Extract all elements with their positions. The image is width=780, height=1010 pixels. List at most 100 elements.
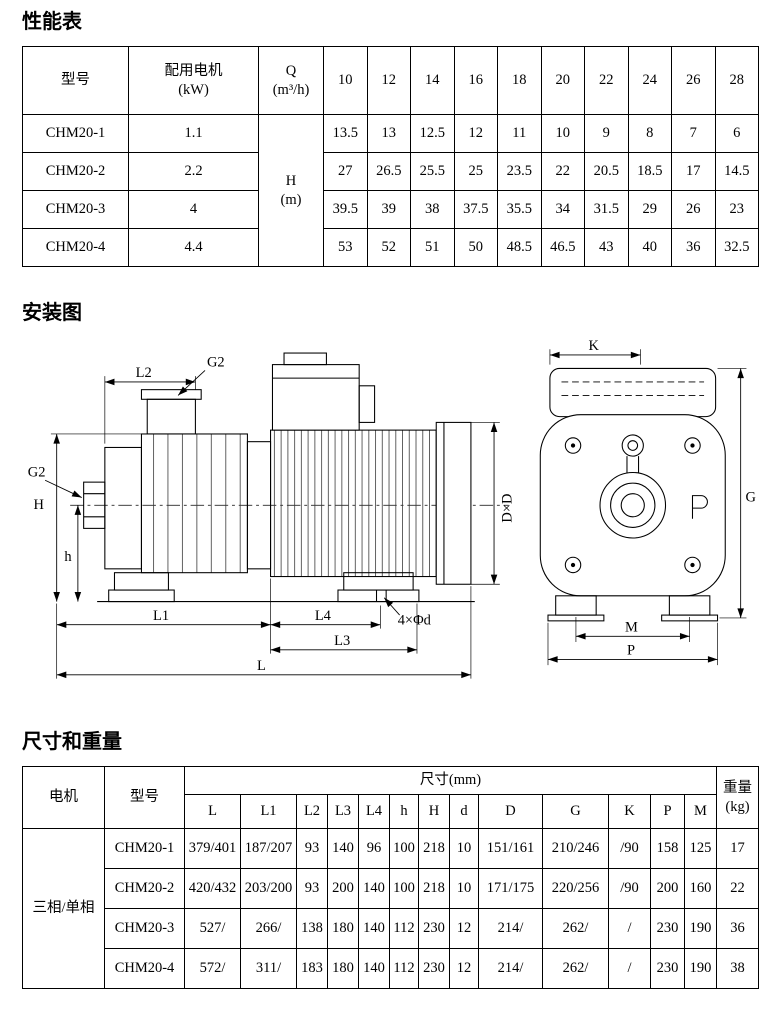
dim-L: L xyxy=(56,586,472,679)
dim-cell: 12 xyxy=(449,908,479,949)
dim-col-header: D xyxy=(478,794,543,829)
performance-header-row: 型号 配用电机 (kW) Q (m³/h) 10 12 14 16 18 20 … xyxy=(22,46,759,115)
dim-label-DxD: D×D xyxy=(499,494,515,523)
dim-cell: 379/401 xyxy=(184,828,241,869)
dim-col-header: L xyxy=(184,794,241,829)
table-row: CHM20-1 1.1 H (m) 13.5 13 12.5 12 11 10 … xyxy=(22,114,759,267)
power-cell: 2.2 xyxy=(128,152,259,191)
col-header-model: 型号 xyxy=(22,46,129,115)
dim-label-L3: L3 xyxy=(334,633,350,649)
top-flange xyxy=(140,389,202,400)
dim-label-L4: L4 xyxy=(315,608,331,624)
col-header-model: 型号 xyxy=(104,766,185,829)
dim-label-L: L xyxy=(257,658,266,674)
col-header-weight: 重量 (kg) xyxy=(716,766,759,829)
dim-cell: 93 xyxy=(296,868,328,909)
flow-header: 20 xyxy=(540,46,585,115)
flow-header: 18 xyxy=(497,46,542,115)
dim-h: h xyxy=(64,505,82,602)
dimensions-section-title: 尺寸和重量 xyxy=(22,731,122,753)
head-value-cell: 46.5 xyxy=(540,228,585,267)
dim-cell: 93 xyxy=(296,828,328,869)
model-cell: CHM20-2 xyxy=(22,152,129,191)
pump-flange-face xyxy=(539,414,726,597)
head-value-cell: 37.5 xyxy=(453,190,498,229)
corner-bolt-center xyxy=(570,443,576,448)
dim-cell: 96 xyxy=(358,828,390,869)
label-G2-top: G2 xyxy=(177,355,225,396)
pump-stages xyxy=(140,433,248,574)
dim-col-header: L3 xyxy=(327,794,359,829)
dim-cell: 572/ xyxy=(184,948,241,989)
table-row: CHM20-4 572/ 311/ 183 180 140 112 230 12… xyxy=(23,948,759,989)
flow-header: 24 xyxy=(627,46,672,115)
performance-section-title: 性能表 xyxy=(22,11,82,33)
shaft-boss-inner xyxy=(620,493,645,518)
dim-cell: 420/432 xyxy=(184,868,241,909)
rear-foot-pad xyxy=(337,589,420,603)
head-value-cell: 12 xyxy=(453,114,498,153)
dim-cell: 230 xyxy=(650,908,685,949)
motor-type-cell: 三相/单相 xyxy=(22,828,105,989)
corner-bolt xyxy=(564,556,582,574)
conduit-box xyxy=(358,385,376,423)
installation-section-title: 安装图 xyxy=(22,302,82,324)
dim-label-L2: L2 xyxy=(136,365,152,381)
inlet-housing xyxy=(104,446,142,570)
dim-cell: 160 xyxy=(684,868,717,909)
weight-cell: 22 xyxy=(716,868,759,909)
head-value-cell: 40 xyxy=(627,228,672,267)
head-value-cell: 39.5 xyxy=(323,190,368,229)
dim-M: M xyxy=(575,617,690,643)
dim-cell: 203/200 xyxy=(240,868,297,909)
head-value-cell: 14.5 xyxy=(714,152,759,191)
table-row: 三相/单相 CHM20-1 379/401 187/207 93 140 96 … xyxy=(22,828,759,989)
table-row: CHM20-2 2.2 27 26.5 25.5 25 23.5 22 20.5… xyxy=(22,152,759,191)
power-cell: 1.1 xyxy=(128,114,259,153)
dimensions-header-row-2: L L1 L2 L3 L4 h H d D G K P M xyxy=(23,794,759,829)
dim-cell: 230 xyxy=(418,948,450,989)
head-value-cell: 26.5 xyxy=(366,152,411,191)
dim-cell: 190 xyxy=(684,908,717,949)
weight-cell: 38 xyxy=(716,948,759,989)
col-header-dimensions: 尺寸(mm) xyxy=(184,766,717,795)
dim-cell: 180 xyxy=(327,948,359,989)
dim-cell: 151/161 xyxy=(478,828,543,869)
dim-H: H xyxy=(34,433,142,602)
dim-cell: 138 xyxy=(296,908,328,949)
dim-cell: 218 xyxy=(418,828,450,869)
head-value-cell: 20.5 xyxy=(584,152,629,191)
dim-K: K xyxy=(549,338,641,365)
installation-diagram: H h L2 G2 xyxy=(22,337,758,692)
flow-header: 10 xyxy=(323,46,368,115)
dim-cell: 140 xyxy=(327,828,359,869)
table-row: CHM20-4 4.4 53 52 51 50 48.5 46.5 43 40 … xyxy=(22,228,759,267)
flow-header: 16 xyxy=(453,46,498,115)
dim-label-P: P xyxy=(627,643,635,659)
head-value-cell: 10 xyxy=(540,114,585,153)
dim-col-header: L2 xyxy=(296,794,328,829)
dim-P: P xyxy=(547,622,718,666)
dim-cell: 262/ xyxy=(542,908,609,949)
head-value-cell: 26 xyxy=(671,190,716,229)
front-foot-pad xyxy=(108,589,175,603)
dim-col-header: K xyxy=(608,794,651,829)
dim-cell: 230 xyxy=(418,908,450,949)
head-value-cell: 18.5 xyxy=(627,152,672,191)
corner-bolt xyxy=(684,556,701,574)
dim-cell: 10 xyxy=(449,828,479,869)
model-cell: CHM20-3 xyxy=(104,908,185,949)
head-value-cell: 23.5 xyxy=(497,152,542,191)
dim-cell: 171/175 xyxy=(478,868,543,909)
shaft-boss-outer xyxy=(599,471,667,539)
head-value-cell: 31.5 xyxy=(584,190,629,229)
flow-header: 12 xyxy=(366,46,411,115)
head-value-cell: 11 xyxy=(497,114,542,153)
flow-header: 22 xyxy=(584,46,629,115)
head-value-cell: 43 xyxy=(584,228,629,267)
dim-cell: / xyxy=(608,948,651,989)
dim-label-h: h xyxy=(64,549,72,565)
model-cell: CHM20-4 xyxy=(104,948,185,989)
dim-DxD: D×D xyxy=(470,422,515,585)
